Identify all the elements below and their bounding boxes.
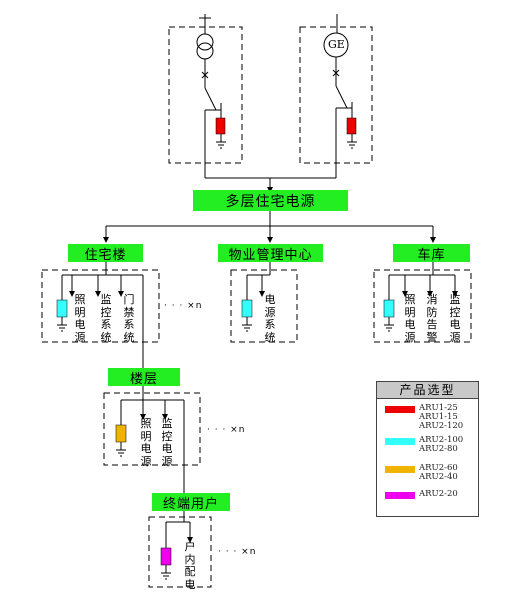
switch-icon [204, 75, 222, 178]
legend-text-orange-2: ARU2-40 [419, 472, 458, 482]
legend-swatch-red [385, 406, 415, 413]
multiplier-residential: · · · ×n [164, 301, 203, 311]
ground-icon [161, 565, 171, 580]
ground-icon [347, 108, 357, 149]
residential-box [41, 269, 160, 343]
legend-text-orange-1: ARU2-60 [419, 463, 458, 473]
floor-label: 楼层 [108, 368, 180, 387]
floor-box [103, 392, 201, 466]
property-center-label: 物业管理中心 [218, 244, 323, 263]
load-floor-monitor: 监控电源 [161, 417, 173, 468]
spd-red-1 [215, 117, 226, 135]
end-user-box [148, 516, 212, 588]
spd-cyan-1 [56, 299, 68, 318]
ground-icon [216, 110, 226, 149]
legend-text-magenta-1: ARU2-20 [419, 489, 458, 499]
ground-icon [57, 317, 67, 332]
garage-label: 车库 [393, 244, 470, 263]
load-floor-lighting: 照明电源 [140, 417, 152, 468]
ground-icon [384, 317, 394, 332]
residential-label: 住宅楼 [68, 244, 143, 263]
end-user-label: 终端用户 [152, 493, 230, 512]
spd-magenta [160, 547, 172, 566]
load-gar-fire: 消防告警 [426, 293, 438, 344]
load-res-lighting: 照明电源 [74, 293, 86, 344]
legend-text-red-1: ARU1-25 [419, 403, 458, 413]
transformer-icon [196, 14, 214, 74]
load-res-access: 门禁系统 [123, 293, 135, 344]
legend-text-red-2: ARU1-15 [419, 412, 458, 422]
ground-icon [116, 442, 126, 457]
generator-icon [323, 14, 349, 72]
load-user-dist: 户内配电 [184, 540, 196, 591]
spd-orange [115, 424, 127, 443]
legend-title: 产品选型 [377, 382, 478, 399]
legend-swatch-cyan [385, 438, 415, 445]
spd-cyan-3 [383, 299, 395, 318]
load-prop-power: 电源系统 [264, 293, 276, 344]
generator-label: GE [328, 38, 345, 51]
legend-text-cyan-1: ARU2-100 [419, 435, 464, 445]
legend-text-red-3: ARU2-120 [419, 421, 464, 431]
garage-box [373, 269, 472, 343]
product-legend: 产品选型 ARU1-25 ARU1-15 ARU2-120 ARU2-100 A… [376, 381, 479, 517]
spd-red-2 [346, 117, 357, 135]
ground-icon [242, 317, 252, 332]
property-box [230, 269, 298, 343]
load-gar-lighting: 照明电源 [404, 293, 416, 344]
load-res-monitor: 监控系统 [100, 293, 112, 344]
legend-text-cyan-2: ARU2-80 [419, 444, 458, 454]
multiplier-floor: · · · ×n [207, 425, 246, 435]
spd-cyan-2 [241, 299, 253, 318]
multiplier-end-user: · · · ×n [218, 547, 257, 557]
main-power-label: 多层住宅电源 [193, 190, 348, 211]
legend-swatch-orange [385, 466, 415, 473]
switch-icon [335, 73, 353, 178]
legend-swatch-magenta [385, 492, 415, 499]
load-gar-monitor: 监控电源 [449, 293, 461, 344]
